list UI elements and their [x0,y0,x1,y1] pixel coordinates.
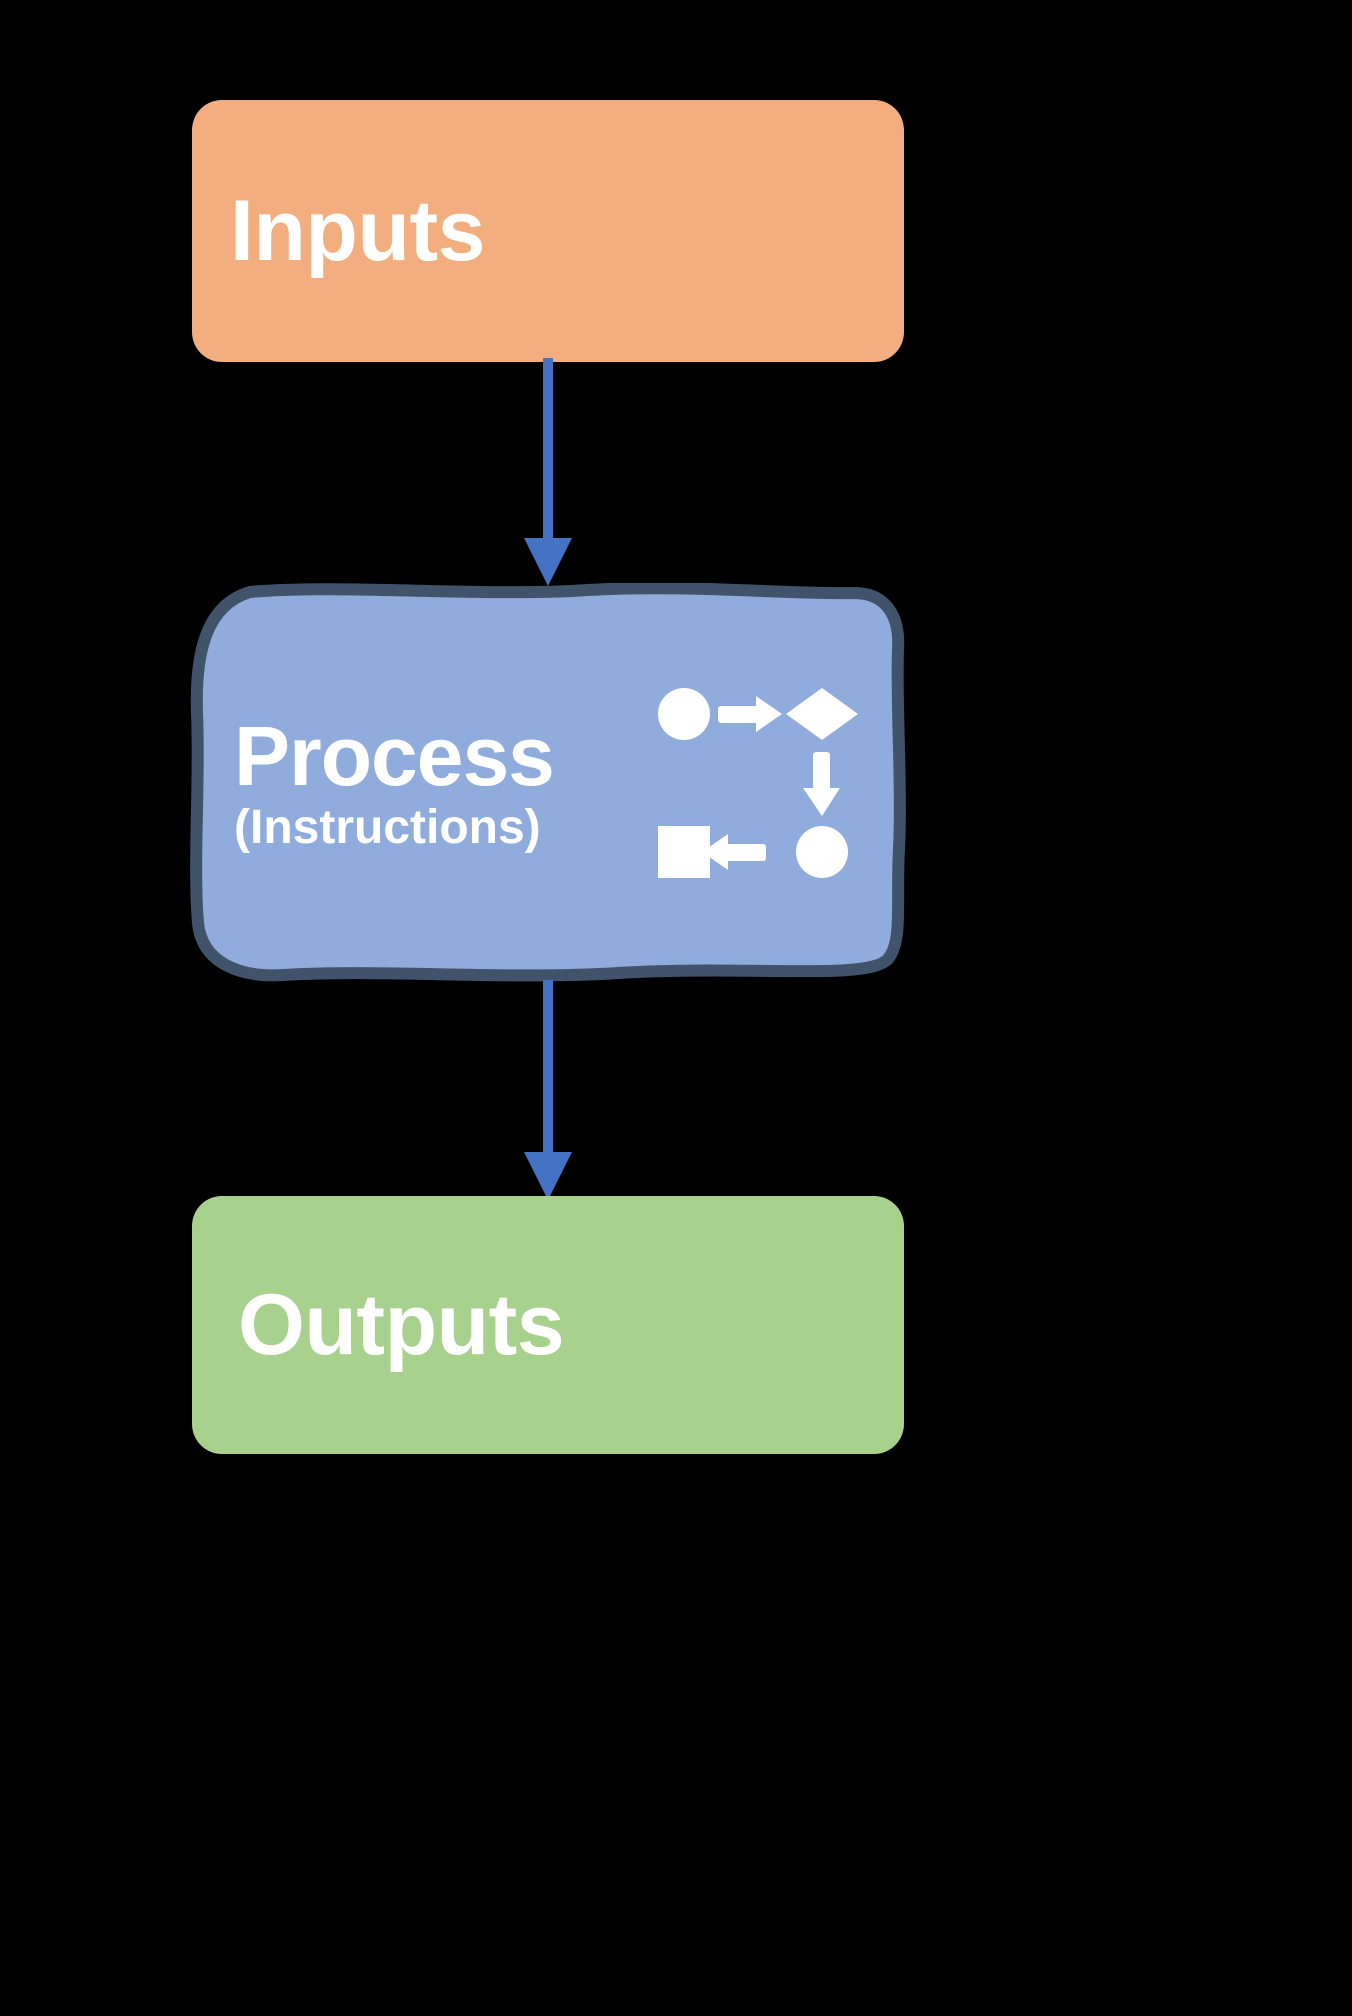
process-flow-icon-group [658,688,858,878]
process-box-shape [190,583,906,982]
arrow-down-icon [803,752,840,816]
connector-inputs-to-process [498,358,598,588]
connector-process-to-outputs [498,980,598,1202]
circle-icon [796,826,848,878]
diamond-icon [786,688,858,740]
node-outputs-label: Outputs [238,1277,565,1373]
square-icon [658,826,710,878]
arrow-left-icon [702,834,766,870]
arrow-right-icon [718,696,782,732]
arrow-head-down-icon [524,1152,572,1200]
node-inputs[interactable]: Inputs [192,100,904,362]
node-process-sublabel: (Instructions) [234,801,541,854]
node-inputs-label: Inputs [230,183,485,279]
node-process[interactable]: Process (Instructions) [188,583,906,983]
node-process-label: Process [234,709,555,803]
arrow-head-down-icon [524,538,572,586]
node-process-text: Process (Instructions) [234,709,555,854]
node-outputs[interactable]: Outputs [192,1196,904,1454]
circle-icon [658,688,710,740]
